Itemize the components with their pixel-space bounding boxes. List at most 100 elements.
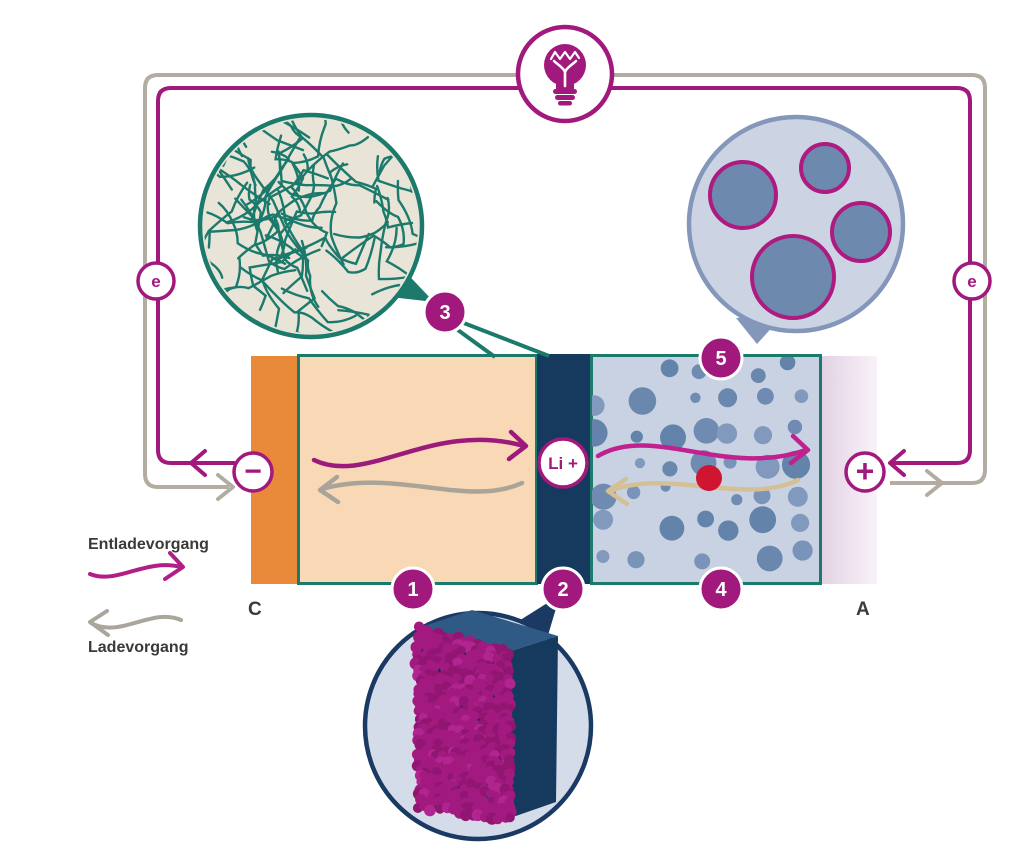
charge-flow-arrow-right bbox=[925, 469, 944, 497]
anode-particle bbox=[596, 550, 610, 563]
discharge-arrowhead-anode bbox=[788, 433, 811, 466]
anode-particle bbox=[781, 450, 811, 479]
coating-sphere bbox=[430, 662, 440, 672]
marker-2: 2 bbox=[540, 566, 586, 612]
anode-particle bbox=[697, 510, 714, 528]
binder-fiber bbox=[304, 119, 350, 134]
marker-1: 1 bbox=[390, 566, 436, 612]
coating-sphere bbox=[424, 804, 436, 817]
anode-particle bbox=[630, 430, 643, 443]
binder-fiber bbox=[325, 237, 376, 274]
anode-label: A bbox=[856, 599, 870, 620]
process-arrows bbox=[311, 429, 811, 507]
cathode-label: C bbox=[248, 599, 262, 620]
plus-sign: + bbox=[856, 453, 875, 489]
anode-particle bbox=[757, 387, 774, 405]
anode-particle bbox=[718, 388, 738, 408]
marker-circle bbox=[698, 335, 744, 381]
anode-particle bbox=[592, 395, 605, 416]
legend-discharge-arrow bbox=[88, 563, 183, 579]
anode-particle-zoom bbox=[686, 114, 906, 344]
minus-sign: − bbox=[244, 455, 262, 488]
slab-coating-particles bbox=[409, 621, 517, 825]
discharge-arrow-anode bbox=[595, 443, 809, 461]
anode-particle bbox=[659, 515, 685, 541]
legend: Entladevorgang Ladevorgang bbox=[88, 536, 209, 656]
anode-particle bbox=[627, 551, 645, 569]
anode-particle bbox=[660, 359, 679, 378]
marker-circle bbox=[698, 566, 744, 612]
anode-particle bbox=[756, 545, 783, 572]
marker-5: 5 bbox=[698, 335, 744, 381]
charge-flow-arrow-left bbox=[216, 473, 235, 501]
electron-label: e bbox=[967, 272, 976, 291]
electron-circle bbox=[136, 261, 176, 301]
coated-particle bbox=[799, 142, 851, 194]
anode-particle bbox=[716, 423, 738, 444]
marker-number: 4 bbox=[715, 579, 727, 601]
electron-circle bbox=[952, 261, 992, 301]
anode-particle bbox=[634, 458, 646, 469]
coated-particle bbox=[750, 234, 836, 320]
coating-sphere bbox=[505, 812, 515, 823]
pointer-line-separator bbox=[455, 318, 550, 358]
marker-4: 4 bbox=[698, 566, 744, 612]
legend-charge-label: Ladevorgang bbox=[88, 639, 188, 656]
slab-side-face bbox=[508, 636, 558, 818]
anode-particle bbox=[694, 553, 711, 570]
binder-fiber bbox=[238, 265, 336, 333]
coating-sphere bbox=[410, 641, 423, 654]
charge-arrowhead-anode bbox=[605, 476, 630, 507]
binder-fiber bbox=[265, 191, 326, 239]
binder-fiber bbox=[328, 163, 349, 266]
anode-particle bbox=[791, 513, 810, 533]
anode-particle bbox=[794, 389, 809, 404]
anode-particle bbox=[662, 461, 678, 477]
binder-fiber bbox=[295, 239, 324, 333]
slab-top-face bbox=[418, 610, 558, 652]
anode-particle bbox=[755, 454, 780, 479]
anode-particle bbox=[690, 392, 701, 403]
binder-fiber bbox=[375, 184, 414, 230]
binder-fiber bbox=[277, 232, 370, 266]
binder-fiber bbox=[204, 256, 242, 299]
anode-particle bbox=[718, 520, 739, 541]
discharge-arrow-cathode bbox=[311, 437, 527, 469]
binder-fiber bbox=[306, 136, 370, 173]
legend-charge-arrow bbox=[89, 614, 183, 630]
marker-number: 3 bbox=[439, 302, 450, 324]
marker-circle bbox=[540, 566, 586, 612]
coating-sphere bbox=[460, 809, 472, 822]
anode-particle bbox=[787, 486, 808, 507]
plus-circle bbox=[844, 451, 886, 493]
li-ion-label: Li + bbox=[548, 454, 578, 473]
binder-fiber bbox=[280, 287, 357, 324]
lithium-ion-badge: Li + bbox=[537, 437, 589, 489]
charge-arrowhead-cathode bbox=[317, 474, 341, 505]
electron-flow-arrow-right bbox=[888, 449, 906, 477]
binder-fiber bbox=[396, 179, 418, 254]
marker3-pointer-lines bbox=[449, 318, 550, 359]
binder-fiber bbox=[266, 153, 309, 245]
li-ion-circle bbox=[537, 437, 589, 489]
anode-particle bbox=[792, 540, 813, 561]
charge-arrow-cathode bbox=[319, 480, 525, 494]
binder-fiber bbox=[377, 196, 410, 281]
anode-particle bbox=[731, 494, 743, 506]
binder-fiber bbox=[275, 119, 343, 139]
binder-fiber bbox=[375, 155, 418, 224]
binder-fiber bbox=[277, 215, 309, 293]
anode-particle bbox=[749, 506, 777, 534]
anode-particle bbox=[592, 419, 608, 447]
coating-sphere bbox=[485, 674, 495, 684]
anode-particle bbox=[787, 419, 803, 435]
light-bulb-badge bbox=[515, 24, 615, 124]
anode-particle bbox=[660, 424, 686, 451]
binder-fiber bbox=[384, 181, 418, 249]
marker-number: 1 bbox=[407, 579, 418, 601]
anode-particle bbox=[593, 509, 614, 530]
binder-fiber bbox=[337, 309, 370, 333]
electron-badge-right: e bbox=[952, 261, 992, 301]
